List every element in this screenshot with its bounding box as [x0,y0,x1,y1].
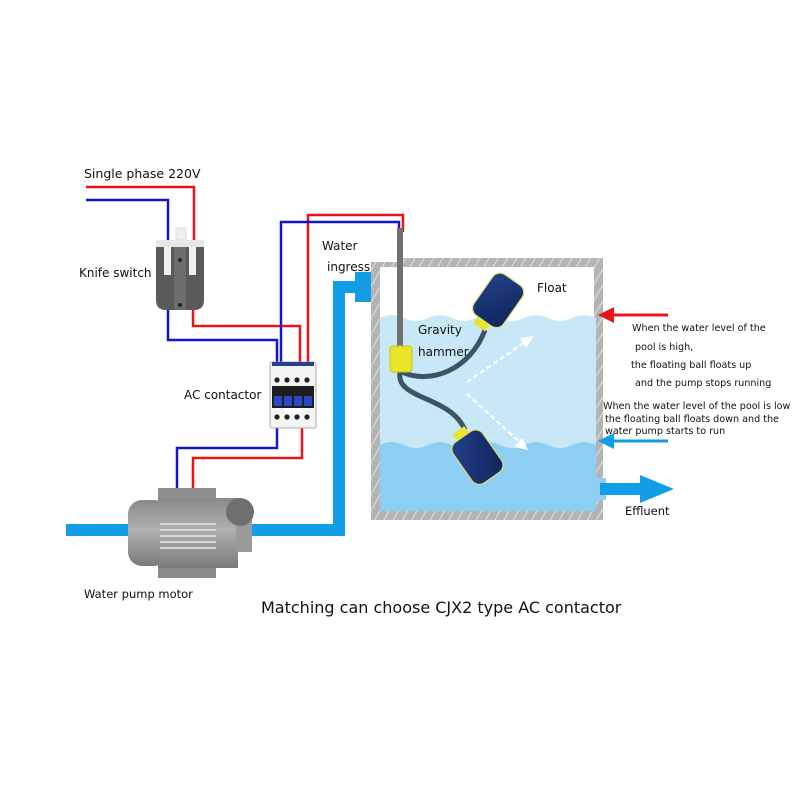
float-high [471,272,525,332]
high-level-arrow [598,307,668,323]
gravity-hammer-label-line2: hammer [418,345,469,359]
neutral-wire-contactor-to-motor [175,428,279,488]
high-level-note-line: When the water level of the [632,323,766,334]
float-low [451,426,504,486]
high-level-note: When the water level of the pool is high… [631,323,771,389]
neutral-wire-source [86,198,170,240]
effluent-label: Effluent [625,504,670,518]
water-pump-motor [128,488,254,578]
level-arrows [598,307,674,503]
power-source-label: Single phase 220V [84,166,201,181]
gravity-hammer [389,345,413,373]
wiring [86,185,405,488]
float-cable-vertical [397,228,403,348]
gravity-hammer-label-line1: Gravity [418,323,462,337]
live-wire-contactor-to-motor [191,428,304,488]
high-level-note-line: pool is high, [635,342,693,353]
neutral-wire-switch-to-contactor [166,310,279,362]
ac-contactor [269,361,317,429]
low-level-note-line: the floating ball floats down and the [605,414,779,425]
float-label: Float [537,281,567,295]
high-level-note-line: and the pump stops running [635,378,771,389]
low-level-note: When the water level of the pool is low … [603,401,791,437]
low-level-note-line: When the water level of the pool is low [603,401,791,412]
live-wire-float-loop [306,213,405,362]
ac-contactor-label: AC contactor [184,388,261,402]
low-level-arrow [598,433,668,449]
float-switch [389,228,534,486]
live-wire-switch-to-contactor [191,310,302,362]
inlet-pipe [66,524,136,536]
live-wire-source [86,185,196,240]
labels: Single phase 220V Knife switch AC contac… [79,166,791,617]
water-ingress-label-line1: Water [322,239,358,253]
water-pump-motor-label: Water pump motor [84,587,193,601]
caption: Matching can choose CJX2 type AC contact… [261,598,622,617]
high-level-note-line: the floating ball floats up [631,360,751,371]
effluent-arrow [600,475,674,503]
knife-switch [156,227,204,310]
low-level-note-line: water pump starts to run [605,426,725,437]
water-ingress-label-line2: ingress [327,260,370,274]
knife-switch-label: Knife switch [79,266,152,280]
neutral-wire-float-loop [279,220,401,362]
outlet-pipe [250,281,360,536]
